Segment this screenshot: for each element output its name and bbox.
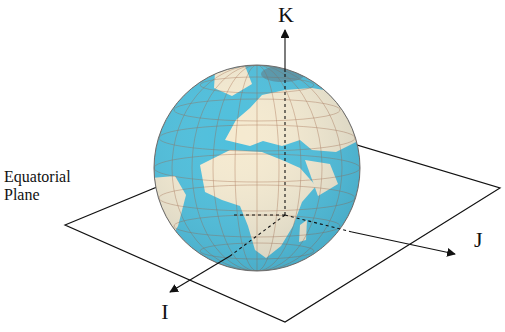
- earth-globe: [150, 65, 360, 271]
- axis-label: I: [161, 299, 168, 324]
- plane-label: Equatorial Plane: [4, 168, 82, 205]
- axis-label: J: [474, 227, 483, 252]
- axis-label: K: [278, 2, 294, 27]
- coordinate-axes: [170, 30, 455, 292]
